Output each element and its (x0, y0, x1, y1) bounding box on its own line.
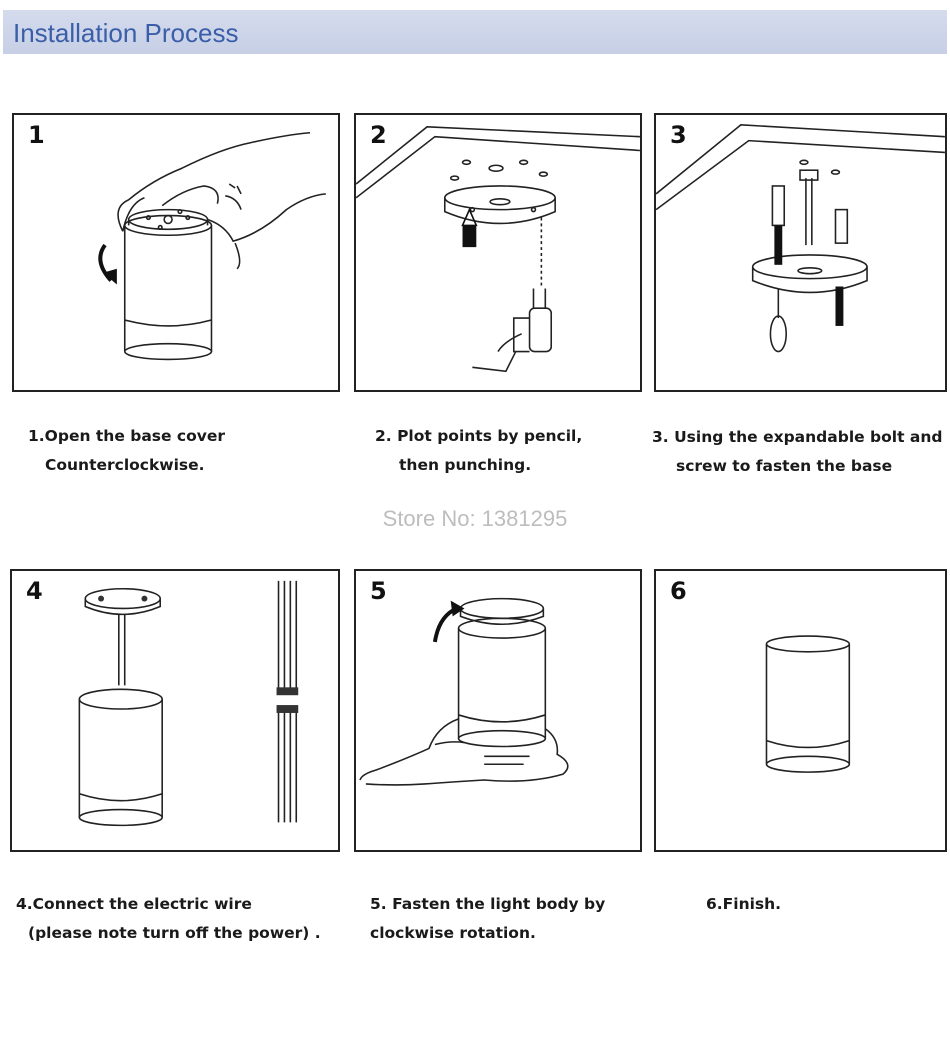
step-6-illustration (765, 635, 851, 773)
step-5-caption-line1: 5. Fasten the light body by (370, 895, 606, 913)
step-2-caption-line1: 2. Plot points by pencil, (375, 427, 583, 445)
step-2-caption-line2: then punching. (399, 456, 532, 474)
step-5-number: 5 (370, 577, 387, 605)
step-2-illustration (356, 126, 640, 373)
step-6-number: 6 (670, 577, 687, 605)
step-4-illustration (78, 580, 299, 827)
step-2-number: 2 (370, 121, 387, 149)
step-3-caption-line1: 3. Using the expandable bolt and (652, 428, 943, 446)
step-2-caption: 2. Plot points by pencil, then punching. (375, 422, 582, 480)
step-3-caption-line2: screw to fasten the base (676, 457, 893, 475)
step-1-caption: 1.Open the base cover Counterclockwise. (28, 422, 225, 480)
step-5-caption: 5. Fasten the light body by clockwise ro… (370, 890, 605, 948)
step-5-illustration (359, 597, 569, 786)
step-4-panel: 4 (10, 569, 340, 852)
step-3-caption: 3. Using the expandable bolt and screw t… (652, 423, 943, 481)
step-1-number: 1 (28, 121, 45, 149)
step-1-caption-line2: Counterclockwise. (45, 456, 205, 474)
step-4-caption-line1: 4.Connect the electric wire (16, 895, 252, 913)
step-3-illustration (656, 124, 945, 353)
step-5-caption-line2: clockwise rotation. (370, 924, 536, 942)
step-4-caption-line2: (please note turn off the power) . (28, 924, 321, 942)
store-watermark: Store No: 1381295 (382, 506, 568, 531)
step-4-number: 4 (26, 577, 43, 605)
step-6-panel: 6 (654, 569, 947, 852)
page-title: Installation Process (13, 18, 239, 48)
header-bar: Installation Process (3, 10, 947, 54)
step-2-panel: 2 (354, 113, 642, 392)
step-6-caption: 6.Finish. (706, 890, 781, 919)
step-3-number: 3 (670, 121, 687, 149)
step-5-panel: 5 (354, 569, 642, 852)
step-4-caption: 4.Connect the electric wire (please note… (16, 890, 321, 948)
step-1-panel: 1 (12, 113, 340, 392)
step-1-caption-line1: 1.Open the base cover (28, 427, 226, 445)
step-1-illustration (98, 131, 326, 361)
step-6-caption-line1: 6.Finish. (706, 895, 782, 913)
step-3-panel: 3 (654, 113, 947, 392)
